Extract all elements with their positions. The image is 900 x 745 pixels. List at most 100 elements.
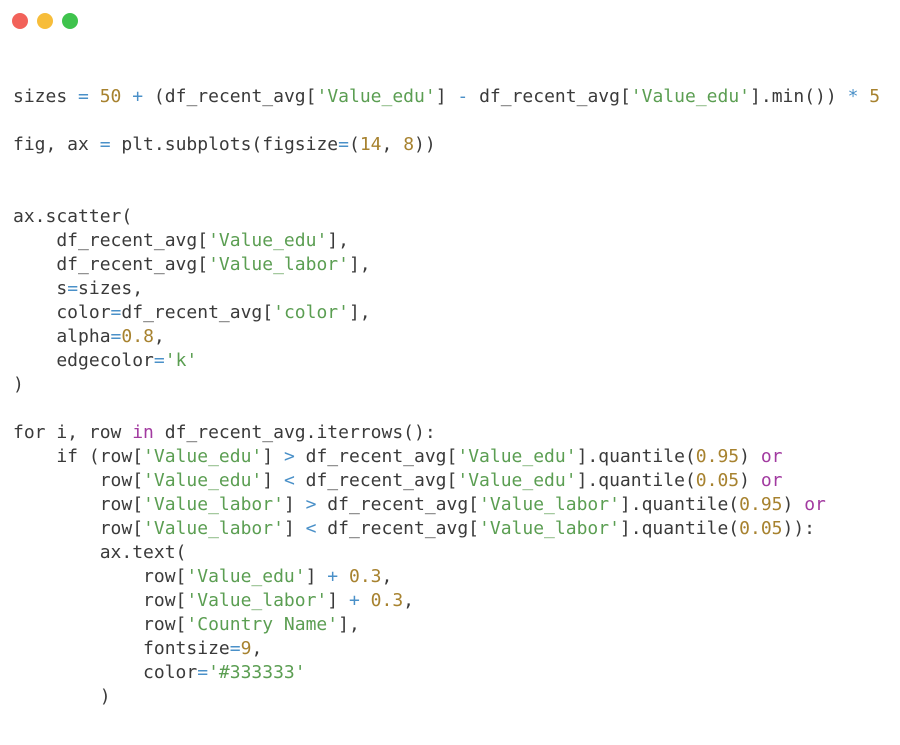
code-line: alpha=0.8, bbox=[13, 325, 880, 349]
code-token: 0.95 bbox=[695, 446, 740, 467]
code-token: 0.3 bbox=[348, 566, 382, 587]
code-line: row['Value_labor'] + 0.3, bbox=[13, 589, 880, 613]
code-token: + bbox=[132, 86, 144, 107]
code-token: 'Value_edu' bbox=[630, 86, 751, 107]
code-token: = bbox=[153, 350, 165, 371]
code-token: 8 bbox=[403, 134, 415, 155]
code-token: df_recent_avg[ bbox=[121, 302, 274, 323]
code-line: s=sizes, bbox=[13, 277, 880, 301]
code-line: row['Value_labor'] > df_recent_avg['Valu… bbox=[13, 493, 880, 517]
code-token: ] bbox=[327, 590, 349, 611]
code-line: df_recent_avg['Value_edu'], bbox=[13, 229, 880, 253]
maximize-button[interactable] bbox=[62, 13, 78, 29]
code-token: in bbox=[132, 422, 154, 443]
code-token: plt.subplots(figsize bbox=[110, 134, 339, 155]
code-token: ].min()) bbox=[750, 86, 848, 107]
code-token: alpha bbox=[13, 326, 111, 347]
code-line: ) bbox=[13, 685, 880, 709]
code-token: 'Value_edu' bbox=[208, 230, 328, 251]
code-token: 'Value_labor' bbox=[143, 494, 284, 515]
code-token: = bbox=[197, 662, 209, 683]
code-token: , bbox=[381, 134, 404, 155]
code-token: = bbox=[67, 278, 79, 299]
code-token: 'Value_labor' bbox=[143, 518, 284, 539]
code-token: 'Value_labor' bbox=[479, 518, 620, 539]
code-line: fontsize=9, bbox=[13, 637, 880, 661]
code-token: df_recent_avg[ bbox=[316, 494, 480, 515]
code-line: row['Value_labor'] < df_recent_avg['Valu… bbox=[13, 517, 880, 541]
code-token: df_recent_avg[ bbox=[13, 230, 209, 251]
code-token: ] bbox=[305, 566, 328, 587]
code-token: s bbox=[13, 278, 68, 299]
code-token: ] bbox=[435, 86, 458, 107]
code-line: df_recent_avg['Value_labor'], bbox=[13, 253, 880, 277]
code-token: '#333333' bbox=[208, 662, 306, 683]
code-token bbox=[121, 86, 132, 107]
code-token: ( bbox=[348, 134, 360, 155]
code-line: ax.text( bbox=[13, 541, 880, 565]
close-button[interactable] bbox=[12, 13, 28, 29]
code-token: = bbox=[110, 326, 122, 347]
code-token: , bbox=[403, 590, 415, 611]
code-token: 14 bbox=[359, 134, 382, 155]
code-line bbox=[13, 109, 880, 133]
code-token: 'Value_labor' bbox=[208, 254, 349, 275]
code-token: 5 bbox=[869, 86, 881, 107]
code-token: = bbox=[229, 638, 241, 659]
code-token: df_recent_avg.iterrows(): bbox=[153, 422, 436, 443]
code-token: = bbox=[78, 86, 89, 107]
code-token: ].quantile( bbox=[619, 494, 740, 515]
code-line: row['Value_edu'] + 0.3, bbox=[13, 565, 880, 589]
code-token bbox=[89, 86, 100, 107]
code-line: color='#333333' bbox=[13, 661, 880, 685]
code-line: row['Country Name'], bbox=[13, 613, 880, 637]
code-token: color bbox=[13, 662, 198, 683]
code-token: )) bbox=[414, 134, 436, 155]
code-token: > bbox=[305, 494, 317, 515]
code-token: = bbox=[338, 134, 349, 155]
code-token: < bbox=[283, 470, 295, 491]
code-token: , bbox=[381, 566, 393, 587]
code-token: fig, ax bbox=[13, 134, 100, 155]
code-token: ].quantile( bbox=[619, 518, 740, 539]
code-token: fontsize bbox=[13, 638, 230, 659]
code-token: 'Value_edu' bbox=[143, 470, 263, 491]
code-token: + bbox=[348, 590, 360, 611]
code-token: + bbox=[327, 566, 339, 587]
code-token: 50 bbox=[99, 86, 122, 107]
code-token: row[ bbox=[13, 494, 144, 515]
code-token: edgecolor bbox=[13, 350, 154, 371]
code-token: for i, row bbox=[13, 422, 133, 443]
code-token: or bbox=[760, 470, 783, 491]
code-token: ], bbox=[348, 302, 371, 323]
code-line bbox=[13, 397, 880, 421]
code-token: or bbox=[760, 446, 783, 467]
code-token: 0.95 bbox=[739, 494, 783, 515]
code-token: = bbox=[110, 302, 122, 323]
code-token: 0.3 bbox=[370, 590, 404, 611]
code-token: (df_recent_avg[ bbox=[143, 86, 317, 107]
code-token: ) bbox=[739, 446, 761, 467]
code-token: if (row[ bbox=[13, 446, 144, 467]
code-line: sizes = 50 + (df_recent_avg['Value_edu']… bbox=[13, 85, 880, 109]
code-token: ], bbox=[348, 254, 371, 275]
code-token: ) bbox=[13, 374, 24, 395]
minimize-button[interactable] bbox=[37, 13, 53, 29]
code-token bbox=[858, 86, 869, 107]
code-token: df_recent_avg[ bbox=[294, 446, 458, 467]
code-line: row['Value_edu'] < df_recent_avg['Value_… bbox=[13, 469, 880, 493]
code-token: df_recent_avg[ bbox=[13, 254, 209, 275]
code-token: 0.8 bbox=[121, 326, 154, 347]
code-token: 'Value_edu' bbox=[143, 446, 263, 467]
code-token: , bbox=[251, 638, 263, 659]
code-token: - bbox=[457, 86, 469, 107]
code-line: edgecolor='k' bbox=[13, 349, 880, 373]
code-token: 'Value_edu' bbox=[316, 86, 436, 107]
code-token: row[ bbox=[13, 518, 144, 539]
code-token: 'color' bbox=[273, 302, 349, 323]
window-controls bbox=[12, 13, 78, 29]
code-token: < bbox=[305, 518, 317, 539]
code-token: df_recent_avg[ bbox=[294, 470, 458, 491]
code-token: 0.05 bbox=[695, 470, 740, 491]
code-token: 'Value_edu' bbox=[457, 446, 577, 467]
